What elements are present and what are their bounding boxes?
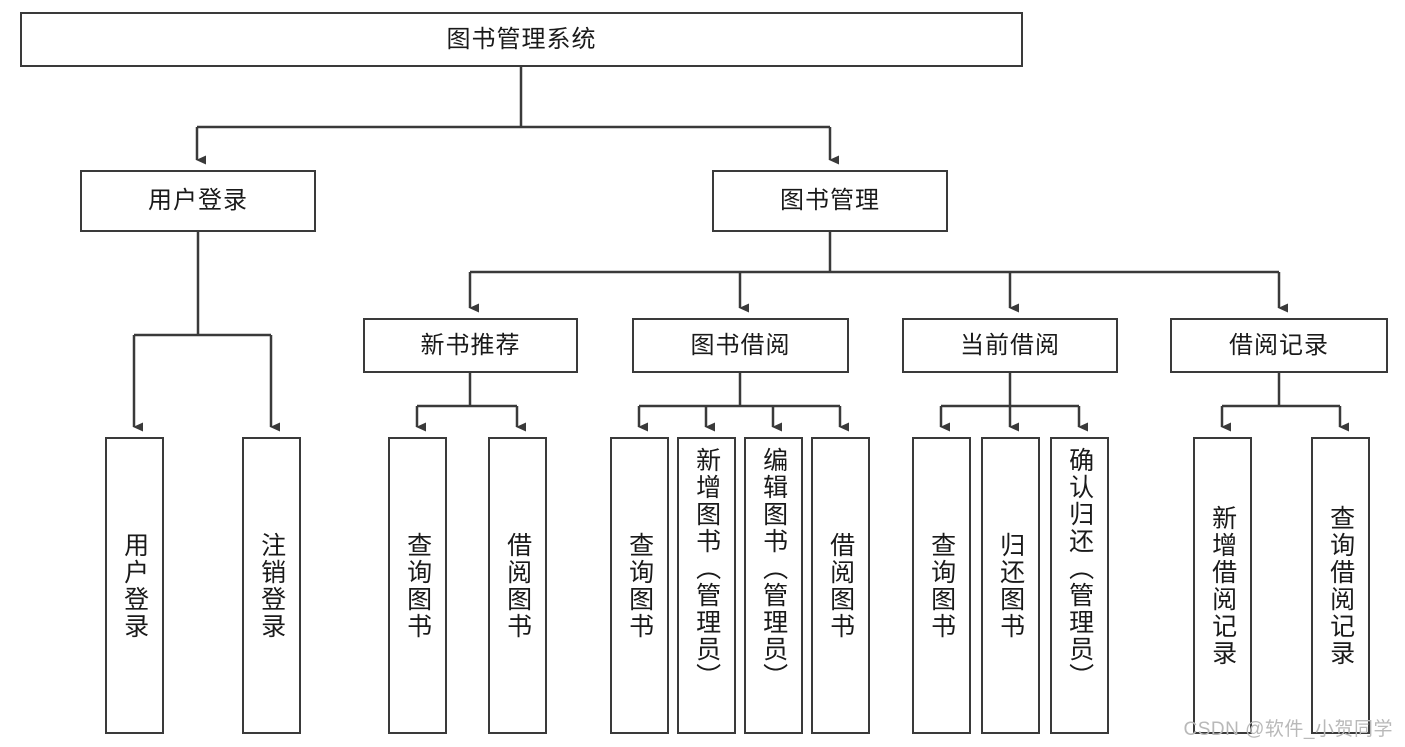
leaf-current-borrow-0-label: 查询图书	[927, 531, 956, 640]
leaf-current-borrow-1-label: 归还图书	[996, 531, 1025, 640]
leaf-book-borrow-2-label: 编辑图书（管理员）	[759, 447, 788, 690]
leaf-book-borrow-1[interactable]: 新增图书（管理员）	[677, 437, 736, 734]
node-book-manage[interactable]: 图书管理	[712, 170, 948, 232]
node-book-borrow[interactable]: 图书借阅	[632, 318, 849, 373]
leaf-new-book-recommend-1[interactable]: 借阅图书	[488, 437, 547, 734]
leaf-book-borrow-3-label: 借阅图书	[826, 531, 855, 640]
leaf-current-borrow-1[interactable]: 归还图书	[981, 437, 1040, 734]
leaf-new-book-recommend-0-label: 查询图书	[403, 531, 432, 640]
node-root-label: 图书管理系统	[446, 25, 597, 53]
leaf-book-borrow-0[interactable]: 查询图书	[610, 437, 669, 734]
node-borrow-record-label: 借阅记录	[1229, 331, 1329, 359]
node-borrow-record[interactable]: 借阅记录	[1170, 318, 1388, 373]
leaf-book-borrow-2[interactable]: 编辑图书（管理员）	[744, 437, 803, 734]
node-new-book-recommend[interactable]: 新书推荐	[363, 318, 578, 373]
leaf-borrow-record-0[interactable]: 新增借阅记录	[1193, 437, 1252, 734]
node-user-login[interactable]: 用户登录	[80, 170, 316, 232]
node-new-book-recommend-label: 新书推荐	[420, 331, 521, 359]
node-book-manage-label: 图书管理	[780, 187, 880, 215]
leaf-book-borrow-0-label: 查询图书	[625, 531, 654, 640]
leaf-current-borrow-0[interactable]: 查询图书	[912, 437, 971, 734]
leaf-borrow-record-0-label: 新增借阅记录	[1208, 504, 1237, 667]
leaf-current-borrow-2[interactable]: 确认归还（管理员）	[1050, 437, 1109, 734]
node-current-borrow-label: 当前借阅	[960, 331, 1060, 359]
node-current-borrow[interactable]: 当前借阅	[902, 318, 1118, 373]
node-book-borrow-label: 图书借阅	[690, 331, 791, 359]
leaf-user-login-1-label: 注销登录	[257, 531, 286, 640]
leaf-borrow-record-1[interactable]: 查询借阅记录	[1311, 437, 1370, 734]
leaf-new-book-recommend-0[interactable]: 查询图书	[388, 437, 447, 734]
leaf-new-book-recommend-1-label: 借阅图书	[503, 531, 532, 640]
leaf-user-login-0-label: 用户登录	[120, 531, 149, 640]
leaf-book-borrow-1-label: 新增图书（管理员）	[692, 447, 721, 690]
node-user-login-label: 用户登录	[148, 187, 248, 215]
leaf-book-borrow-3[interactable]: 借阅图书	[811, 437, 870, 734]
leaf-borrow-record-1-label: 查询借阅记录	[1326, 504, 1355, 667]
leaf-user-login-0[interactable]: 用户登录	[105, 437, 164, 734]
leaf-current-borrow-2-label: 确认归还（管理员）	[1065, 447, 1094, 690]
node-root[interactable]: 图书管理系统	[20, 12, 1023, 67]
leaf-user-login-1[interactable]: 注销登录	[242, 437, 301, 734]
